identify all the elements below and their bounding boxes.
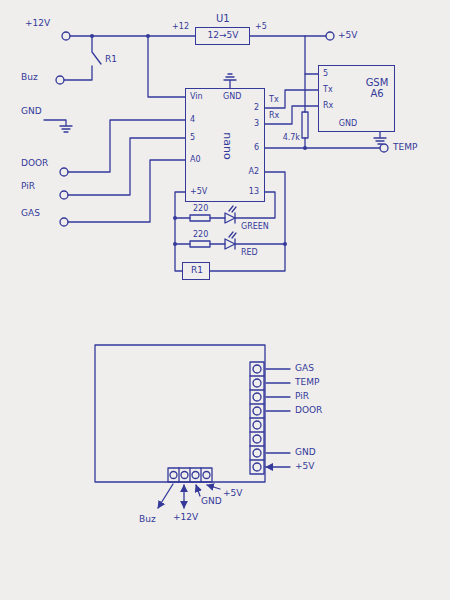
pin-label: Vin: [189, 93, 204, 102]
terminal: [60, 218, 68, 226]
pin-label: 4: [189, 116, 196, 125]
pin-label: +5V: [189, 188, 208, 197]
pin-label: A0: [189, 156, 202, 165]
terminal-label: PiR: [20, 182, 36, 192]
relay-contact: [64, 36, 101, 80]
terminal-label: Buz: [138, 515, 157, 525]
resistor-symbol: [190, 241, 210, 247]
pin-label: GND: [222, 93, 242, 102]
pointer-arrow: [207, 485, 220, 489]
pin-label: A2: [247, 168, 260, 177]
screw-terminal: [170, 472, 210, 479]
ground-symbol: [374, 132, 386, 144]
wire-connector: [265, 106, 318, 124]
pin-label: Rx: [322, 102, 334, 111]
screw-terminal: [253, 365, 261, 471]
terminal-label: DOOR: [294, 406, 323, 416]
terminal-label: +5V: [222, 489, 243, 499]
junction-dot: [90, 34, 307, 246]
resistor-symbol: [302, 112, 308, 138]
pin-label: GND: [338, 120, 358, 129]
pin-label: 3: [253, 120, 260, 129]
led-wire: [175, 192, 285, 271]
terminal-label: TEMP: [392, 143, 418, 153]
signal-label: Tx: [268, 96, 280, 105]
pointer-arrow: [183, 485, 184, 508]
ground-symbol: [224, 74, 236, 88]
terminal: [56, 76, 64, 84]
terminal-block: [168, 468, 212, 482]
terminal-label: GND: [200, 497, 223, 507]
signal-label: Rx: [268, 112, 280, 121]
ground-symbol: [44, 120, 72, 132]
pin-label: +12: [171, 23, 190, 32]
pin-label: 13: [248, 188, 260, 197]
wire-connector: [265, 90, 318, 108]
led-color: GREEN: [240, 223, 270, 232]
pin-label: 2: [253, 104, 260, 113]
pin-label: Tx: [322, 86, 334, 95]
pointer-arrow: [196, 485, 200, 496]
part-name: R1: [104, 55, 118, 65]
led-color: RED: [240, 249, 259, 258]
enclosure: [95, 345, 265, 482]
component-value: 220: [192, 205, 209, 214]
component-value: 4.7k: [282, 134, 301, 143]
pointer-arrow: [266, 369, 290, 467]
regulator-box: U112→5V: [195, 27, 250, 45]
pin-label: 6: [253, 144, 260, 153]
module-name: GSM A6: [362, 77, 392, 99]
led-symbol: [225, 206, 236, 223]
terminal: [380, 144, 388, 152]
supply-label: +12V: [24, 19, 51, 29]
wire-connector: [250, 36, 318, 74]
terminal-label: +5V: [294, 462, 315, 472]
terminal-label: GND: [20, 107, 43, 117]
terminal-label: GND: [294, 448, 317, 458]
terminal-label: TEMP: [294, 378, 320, 388]
resistor-symbol: [190, 215, 210, 221]
regulator-text: 12→5V: [208, 31, 239, 41]
part-name: U1: [216, 13, 230, 24]
input-wire: [68, 120, 185, 222]
pin-label: 5: [189, 134, 196, 143]
board-name: nano: [220, 132, 232, 159]
relay-box: R1: [182, 262, 210, 280]
terminal-label: GAS: [294, 364, 315, 374]
pin-label: 5: [322, 70, 329, 79]
terminal-block: [250, 362, 264, 474]
pointer-arrow: [158, 484, 173, 508]
supply-label: +5V: [337, 31, 358, 41]
terminal: [326, 32, 334, 40]
terminal-label: GAS: [20, 209, 41, 219]
terminal-label: Buz: [20, 73, 39, 83]
led-symbol: [225, 232, 236, 249]
terminal-label: DOOR: [20, 159, 49, 169]
terminal-label: +12V: [172, 513, 199, 523]
component-value: 220: [192, 231, 209, 240]
terminal: [60, 191, 68, 199]
part-name: R1: [191, 266, 203, 276]
terminal-block: [250, 376, 264, 460]
terminal: [60, 168, 68, 176]
terminal-label: PiR: [294, 392, 310, 402]
terminal-block: [179, 468, 201, 482]
pin-label: +5: [254, 23, 268, 32]
terminal: [62, 32, 70, 40]
